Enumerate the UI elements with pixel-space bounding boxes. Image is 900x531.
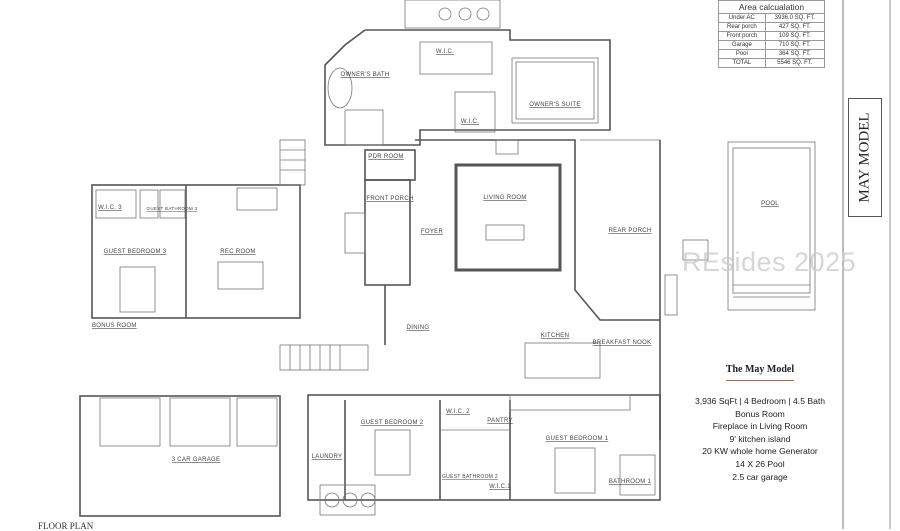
row-label: TOTAL (718, 58, 766, 68)
info-line: 3,936 SqFt | 4 Bedroom | 4.5 Bath (694, 396, 826, 406)
row-value: 427 SQ. FT. (764, 22, 826, 32)
room-label: PDR ROOM (368, 154, 403, 160)
room-label: GUEST BEDROOM 3 (104, 249, 167, 255)
watermark: REsides 2025 (682, 247, 857, 277)
room-label: GUEST BEDROOM 1 (546, 436, 609, 442)
title-block-text: MAY MODEL (856, 112, 873, 203)
info-line: Fireplace in Living Room (712, 421, 808, 432)
row-value: 364 SQ. FT. (764, 49, 826, 59)
model-info: The May Model 3,936 SqFt | 4 Bedroom | 4… (680, 364, 840, 483)
table-title: Area calcualation (718, 0, 825, 14)
info-line: Bonus Room (735, 408, 785, 419)
room-label: GUEST BATHROOM 3 (147, 206, 198, 211)
room-label: W.I.C. 3 (98, 205, 122, 211)
room-label: BONUS ROOM (92, 323, 137, 329)
room-label: GUEST BEDROOM 2 (361, 420, 424, 426)
room-label: W.I.C.1 (489, 484, 511, 490)
room-label: BATHROOM 1 (609, 479, 652, 485)
row-label: Under AC (718, 13, 766, 23)
room-label: BREAKFAST NOOK (593, 340, 652, 346)
row-value: 3936.0 SQ. FT. (764, 13, 826, 23)
row-label: Pool (718, 49, 766, 59)
room-label: DINING (407, 325, 430, 331)
info-line: 20 KW whole home Generator (702, 446, 818, 457)
room-label: LAUNDRY (312, 454, 343, 460)
info-line: 2.5 car garage (732, 471, 788, 482)
row-value: 5546 SQ. FT. (764, 58, 826, 68)
room-label: W.I.C. (436, 49, 454, 55)
room-label: REC ROOM (220, 249, 255, 255)
room-label: OWNER'S SUITE (529, 102, 580, 108)
room-label: REAR PORCH (608, 228, 651, 234)
model-heading: The May Model (725, 364, 795, 375)
main-house (344, 139, 709, 440)
row-label: Garage (718, 40, 766, 50)
room-label: W.I.C. 2 (446, 409, 470, 415)
row-label: Front porch (718, 31, 766, 41)
room-label: KITCHEN (541, 333, 569, 339)
pool (727, 141, 816, 311)
room-label: POOL (761, 201, 779, 207)
room-label: LIVING ROOM (483, 195, 526, 201)
room-label: 3 CAR GARAGE (172, 457, 221, 463)
room-label: OWNER'S BATH (341, 72, 390, 78)
room-label: FRONT PORCH (366, 196, 413, 202)
divider (726, 380, 794, 381)
room-label: W.I.C. (461, 119, 479, 125)
row-value: 710 SQ. FT. (764, 40, 826, 50)
floor-plan-label: FLOOR PLAN (38, 521, 94, 531)
row-label: Rear porch (718, 22, 766, 32)
stairs (279, 344, 369, 371)
title-block: MAY MODEL (848, 98, 882, 217)
bonus-wing (91, 139, 306, 319)
info-line: 9' kitchen island (729, 433, 791, 444)
room-label: GUEST BATHROOM 2 (442, 474, 498, 480)
room-label: FOYER (421, 229, 444, 235)
info-line: 14 X 26 Pool (735, 458, 785, 469)
garage-wing (79, 394, 661, 517)
owner-wing (324, 0, 611, 181)
row-value: 109 SQ. FT. (764, 31, 826, 41)
room-label: PANTRY (487, 418, 513, 424)
